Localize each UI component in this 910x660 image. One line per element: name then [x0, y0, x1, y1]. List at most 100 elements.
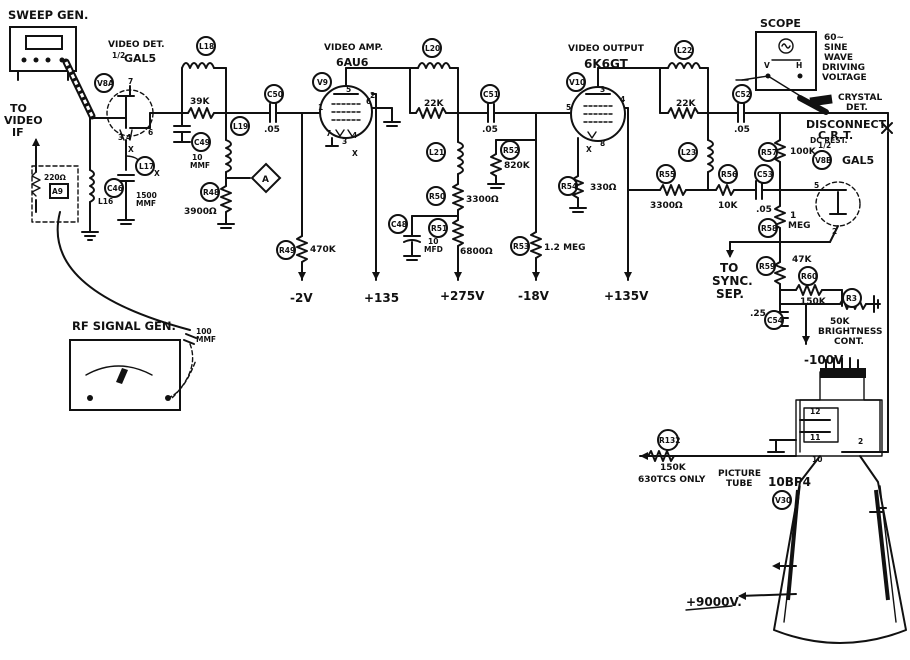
- r132-label: R132: [659, 436, 680, 445]
- c46-value-line1: 1500: [136, 191, 157, 200]
- v8b-pin-5: 5: [814, 181, 819, 190]
- l16-label: L16: [98, 197, 113, 206]
- crystal-det-line1: CRYSTAL: [838, 93, 882, 103]
- to-video-if-line3: IF: [12, 126, 24, 139]
- c53-label: C53: [757, 170, 773, 179]
- r53-label: R53: [513, 242, 529, 251]
- video-output-label: VIDEO OUTPUT: [568, 44, 645, 54]
- r-39k-label: 39K: [190, 97, 211, 107]
- scope-note-4: DRIVING: [822, 63, 865, 73]
- v9-x: X: [352, 149, 358, 158]
- test-point-a: A: [262, 175, 269, 185]
- v8b-type-label: GAL5: [842, 154, 874, 167]
- voltage-minus-18: -18V: [518, 289, 550, 303]
- voltage-plus-275: +275V: [440, 289, 485, 303]
- crt-pin-11: 11: [810, 433, 820, 442]
- v9-pin-4: 4: [352, 131, 357, 140]
- scope-note-1: 60~: [824, 33, 844, 43]
- to-sync-line3: SEP.: [716, 287, 744, 301]
- scope-note-3: WAVE: [824, 53, 853, 63]
- v9-pin-7: 7: [326, 129, 331, 138]
- to-video-if-line1: TO: [10, 102, 27, 115]
- r48-value: 3900Ω: [184, 207, 217, 217]
- v9-pin-1: 1: [318, 103, 323, 112]
- crt-coupling: C52 .05 C53 .05 R57 100K R58 1 MEG TO SY…: [712, 84, 889, 301]
- crt-pin-2: 2: [858, 437, 863, 446]
- v10-id: V10: [569, 78, 585, 87]
- rf-signal-generator: RF SIGNAL GEN. 100 MMF: [56, 211, 216, 411]
- oscilloscope: SCOPE V H 60~ SINE WAVE DRIVING VOLTAGE …: [735, 17, 882, 115]
- to-sync-line2: SYNC.: [712, 274, 753, 288]
- to-sync-line1: TO: [720, 261, 738, 275]
- v8a-pin-7: 7: [128, 77, 133, 86]
- c49-label: C49: [194, 138, 210, 147]
- c52-value: .05: [734, 125, 750, 135]
- r49-value: 470K: [310, 245, 337, 255]
- rf-cap-line1: 100: [196, 327, 212, 336]
- v10-pin-5: 5: [566, 103, 571, 112]
- v9-pin-3: 3: [342, 137, 347, 146]
- coupling-c51: C51 .05 R52 820K R53 1.2 MEG -18V: [479, 84, 586, 303]
- v9-id: V9: [317, 78, 328, 87]
- picture-tube: 12 11 10 2 +9000V. 10BP4 V30 PICTURE TUB…: [685, 357, 907, 644]
- c46-value-line2: MMF: [136, 199, 156, 208]
- r50-label: R50: [429, 192, 445, 201]
- r60-value: 150K: [800, 297, 827, 307]
- l23-label: L23: [681, 148, 696, 157]
- r53-value: 1.2 MEG: [544, 243, 586, 253]
- input-coil-l16: L16 A9 220Ω: [31, 117, 113, 241]
- a9-label: A9: [52, 187, 63, 196]
- r55-label: R55: [659, 170, 675, 179]
- c53-value: .05: [756, 205, 772, 215]
- r58-value-line1: 1: [790, 211, 796, 221]
- voltage-plus-135: +135: [364, 291, 399, 305]
- v10-pin-8: 8: [600, 139, 605, 148]
- sweep-generator: SWEEP GEN.: [8, 8, 96, 120]
- l17-c46: L17 X C46 1500 MMF: [104, 139, 160, 225]
- c50-label: C50: [267, 90, 283, 99]
- c50-value: .05: [264, 125, 280, 135]
- detector-load: L18 39K C49 10 MMF L19 A R48 3900Ω: [149, 36, 282, 229]
- video-det-label: VIDEO DET.: [108, 40, 165, 50]
- video-if-input: TO VIDEO IF: [4, 102, 43, 159]
- crystal-det-line2: DET.: [846, 103, 868, 113]
- disconnect-crt: DISCONNECT C.R.T.: [806, 112, 893, 453]
- c54-label: C54: [767, 316, 783, 325]
- l19-label: L19: [233, 122, 248, 131]
- c46-label: C46: [107, 184, 123, 193]
- r48-label: R48: [203, 188, 219, 197]
- l18-label: L18: [199, 42, 214, 51]
- r49-label: R49: [279, 246, 295, 255]
- l20-label: L20: [425, 44, 440, 53]
- v8a-type-label: GAL5: [124, 52, 156, 65]
- r56-value: 10K: [718, 201, 739, 211]
- r55-value: 3300Ω: [650, 201, 683, 211]
- voltage-plus-9000: +9000V.: [686, 595, 742, 609]
- r52-label: R52: [503, 146, 519, 155]
- v10-plate-load: L22 22K L23 R55 3300Ω R56 10K: [627, 40, 757, 211]
- r51-label: R51: [431, 224, 447, 233]
- picture-tube-line2: TUBE: [726, 479, 752, 489]
- v8a-pin-6: 6: [148, 128, 153, 137]
- c52-label: C52: [735, 90, 751, 99]
- r57-value: 100K: [790, 147, 817, 157]
- r60-label: R60: [801, 272, 817, 281]
- c48-value-line2: MFD: [424, 245, 443, 254]
- brightness-line1: BRIGHTNESS: [818, 327, 882, 337]
- r59-value: 47K: [792, 255, 813, 265]
- c48-label: C48: [391, 220, 407, 229]
- v9-video-amp: VIDEO AMP. 6AU6 V9 1 5 6 2 7 3 4 X +135: [312, 43, 411, 305]
- c51-label: C51: [483, 90, 499, 99]
- c51-value: .05: [482, 125, 498, 135]
- l17-label: L17: [139, 162, 154, 171]
- scope-note-2: SINE: [824, 43, 848, 53]
- scope-note-5: VOLTAGE: [822, 73, 867, 83]
- r3-value: 50K: [830, 317, 851, 327]
- scope-h-label: H: [796, 61, 802, 70]
- r132-note: 630TCS ONLY: [638, 475, 706, 485]
- v8a-pin-4: 4: [126, 133, 131, 142]
- v9-pin-5: 5: [346, 85, 351, 94]
- v8a-video-detector: VIDEO DET. 1/2 GAL5 V8A 7 3 4 6 X: [89, 40, 165, 154]
- video-amp-label: VIDEO AMP.: [324, 43, 383, 53]
